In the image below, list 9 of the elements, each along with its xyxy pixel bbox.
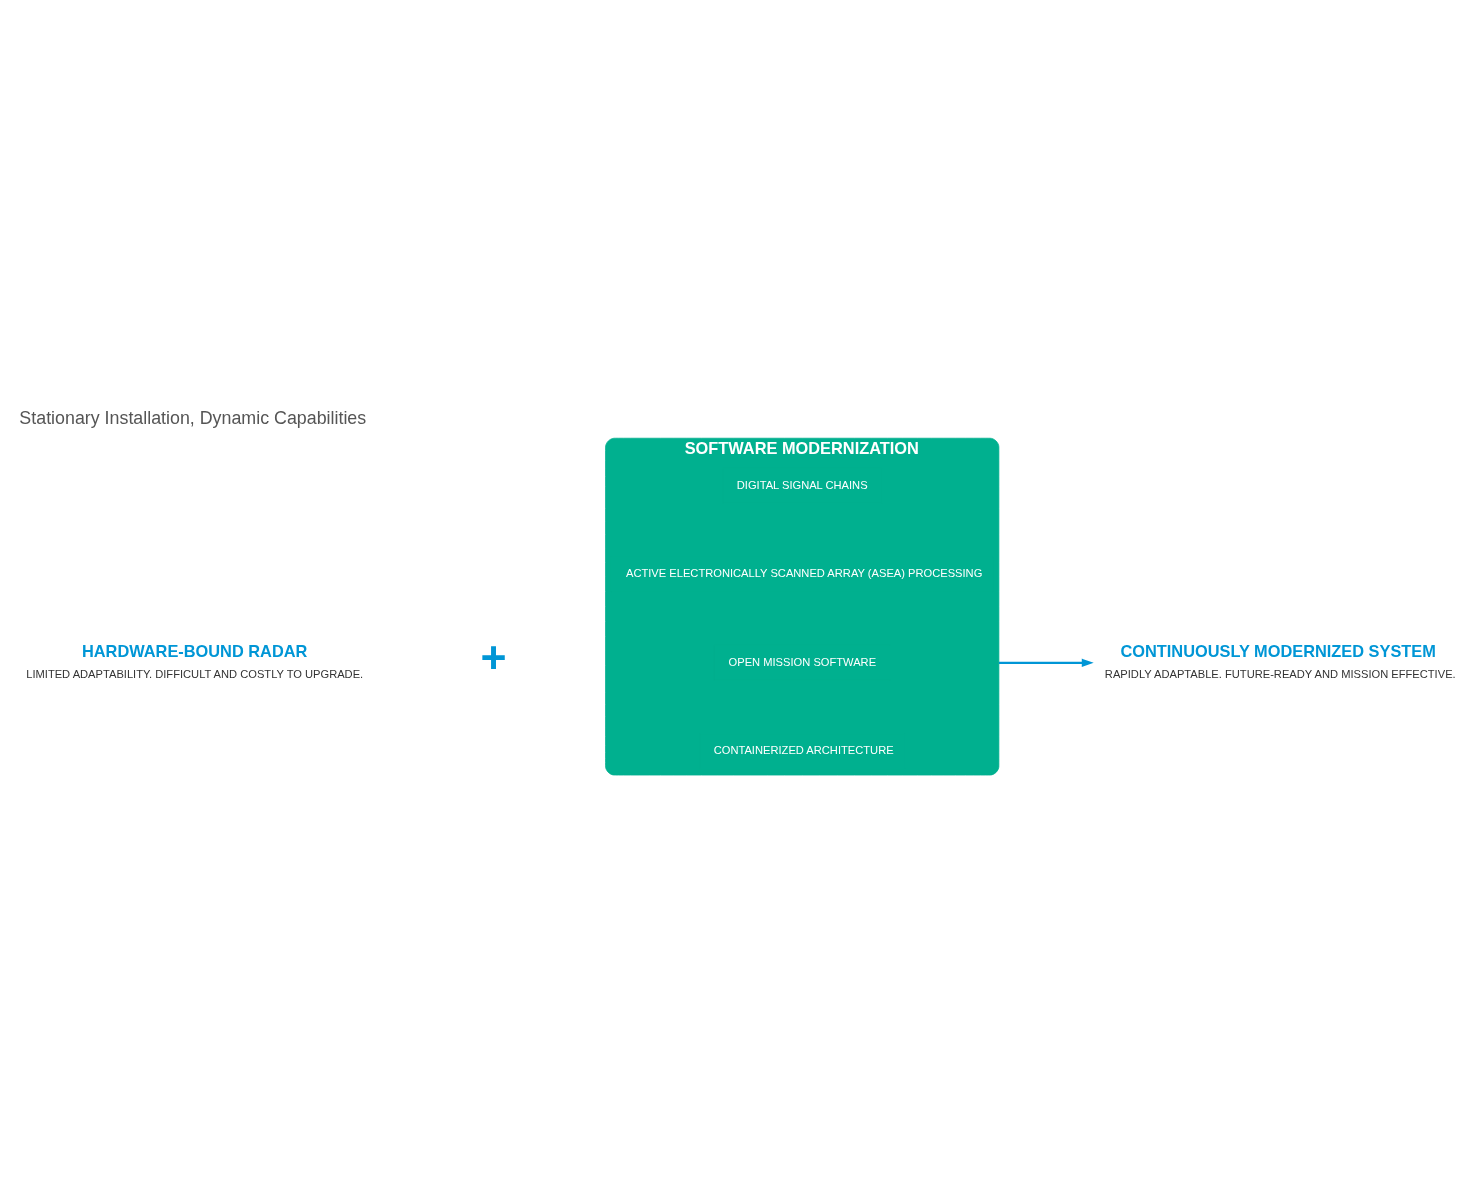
arrow — [998, 658, 1094, 667]
node-text: CONTINUOUSLY MODERNIZED SYSTEM RAPIDLY ADAPTABLE. FUTURE-READY AND MISSION EFFECTIVE. — [1104, 641, 1456, 680]
node-text: CONTAINERIZED ARCHITECTURE — [713, 743, 894, 756]
node-text: HARDWARE-BOUND RADAR LIMITED ADAPTABILITY. DIFFICULT AND COSTLY TO UPGRADE. — [26, 641, 364, 680]
node-text: ACTIVE ELECTRONICALLY SCANNED ARRAY (ASEA) PROCESSING — [625, 566, 983, 579]
node-text: DIGITAL SIGNAL CHAINS — [736, 478, 868, 491]
diagram-title: Stationary Installation, Dynamic Capabilities — [19, 407, 367, 428]
label: + — [480, 632, 507, 682]
node-text: OPEN MISSION SOFTWARE — [728, 655, 877, 668]
